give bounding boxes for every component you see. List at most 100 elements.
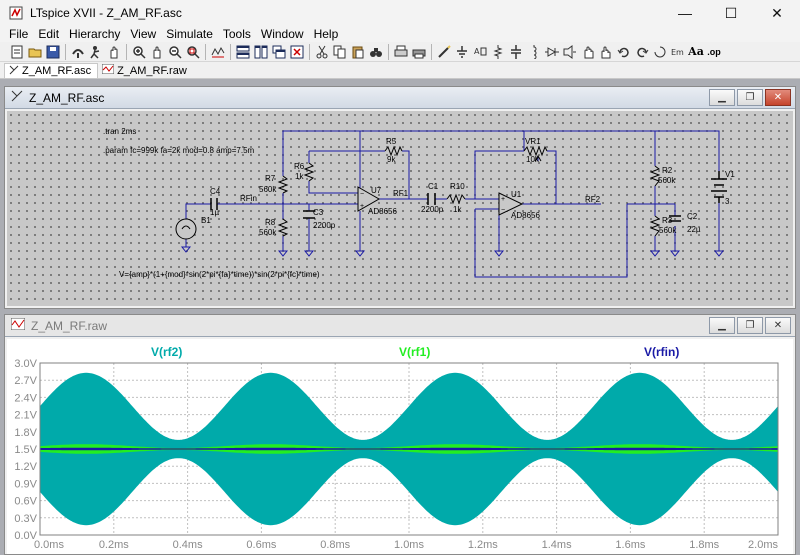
r7-label: R7 [265,174,276,183]
menu-window[interactable]: Window [260,27,304,41]
r5-label: R5 [386,137,397,146]
control-panel-icon[interactable] [69,43,87,61]
tile-vertical-icon[interactable] [252,43,270,61]
print-icon[interactable] [410,43,428,61]
zoom-out-icon[interactable] [166,43,184,61]
halt-icon[interactable] [105,43,123,61]
legend-vrf2[interactable]: V(rf2) [151,345,182,359]
schematic-icon [9,65,19,78]
menu-simulate[interactable]: Simulate [166,27,213,41]
schematic-restore-button[interactable]: ❐ [737,89,763,106]
tab-waveform[interactable]: Z_AM_RF.raw [98,63,193,78]
label-net-icon[interactable]: A [471,43,489,61]
source-expression[interactable]: V={amp}*(1+{mod}*sin(2*pi*{fa}*time))*si… [119,270,320,279]
v1-value: 3 [725,197,730,206]
menu-tools[interactable]: Tools [222,27,251,41]
r6-label: R6 [294,162,305,171]
r6-value: 1k [295,172,304,181]
menu-view[interactable]: View [130,27,157,41]
wires [185,130,720,278]
c4-capacitor[interactable] [210,198,218,210]
capacitor-icon[interactable] [507,43,525,61]
waveform-close-button[interactable]: ✕ [765,317,791,334]
legend-vrfin[interactable]: V(rfin) [644,345,679,359]
x-tick-label: 2.0ms [748,539,778,551]
schematic-window-titlebar[interactable]: Z_AM_RF.asc [5,87,795,109]
ground-icon[interactable] [453,43,471,61]
component-icon[interactable] [561,43,579,61]
close-window-icon[interactable] [288,43,306,61]
new-schematic-icon[interactable] [8,43,26,61]
paste-icon[interactable] [349,43,367,61]
print-preview-icon[interactable] [392,43,410,61]
trace-vrfin[interactable] [39,447,779,451]
drag-icon[interactable] [597,43,615,61]
legend-vrf1[interactable]: V(rf1) [399,345,430,359]
text-icon[interactable]: Aa [687,43,705,61]
plot-legend[interactable]: V(rf2) V(rf1) V(rfin) [151,345,679,359]
copy-icon[interactable] [331,43,349,61]
schematic-minimize-button[interactable]: ▁ [709,89,735,106]
run-icon[interactable] [87,43,105,61]
open-icon[interactable] [26,43,44,61]
capacitors[interactable] [303,193,681,222]
schematic-close-button[interactable]: ✕ [765,89,791,106]
menu-help[interactable]: Help [313,27,339,41]
autorange-icon[interactable] [209,43,227,61]
b1-source[interactable] [175,218,197,240]
tran-directive[interactable]: .tran 2ms [103,127,136,136]
u7-label: U7 [371,186,382,195]
toolbar-separator [388,43,389,60]
opamps[interactable] [357,186,524,216]
undo-icon[interactable] [615,43,633,61]
r8-value: 560k [259,228,277,237]
inductor-icon[interactable] [525,43,543,61]
schematic-window: Z_AM_RF.asc ▁ ❐ ✕ [4,86,796,309]
minimize-button[interactable]: — [678,5,692,21]
r3-label: R3 [662,216,673,225]
v1-battery[interactable] [711,171,727,203]
find-icon[interactable] [367,43,385,61]
r2-value: 560k [658,176,676,185]
svg-text:A: A [474,47,480,56]
menu-edit[interactable]: Edit [38,27,60,41]
cut-icon[interactable] [313,43,331,61]
wire-icon[interactable] [435,43,453,61]
menu-file[interactable]: File [9,27,29,41]
tab-schematic[interactable]: Z_AM_RF.asc [4,63,99,78]
mirror-icon[interactable]: Em [669,43,687,61]
y-tick-label: 3.0V [14,358,37,370]
waveform-minimize-button[interactable]: ▁ [709,317,735,334]
save-icon[interactable] [44,43,62,61]
move-icon[interactable] [579,43,597,61]
svg-text:+: + [501,196,505,203]
close-button[interactable]: ✕ [771,4,783,21]
menu-hierarchy[interactable]: Hierarchy [69,27,121,41]
c1-label: C1 [428,182,439,191]
waveform-restore-button[interactable]: ❐ [737,317,763,334]
diode-icon[interactable] [543,43,561,61]
tile-horizontal-icon[interactable] [234,43,252,61]
toolbar-separator [65,43,66,60]
resistors[interactable] [277,145,661,237]
y-tick-label: 0.3V [14,513,37,525]
u1-label: U1 [511,190,522,199]
maximize-button[interactable]: ☐ [724,4,738,21]
zoom-in-icon[interactable] [130,43,148,61]
schematic-canvas[interactable]: − + + − .tran 2ms .param fc=999k fa=2k m… [7,111,793,306]
net-rf2-label: RF2 [585,195,601,204]
r2-label: R2 [662,166,673,175]
svg-text:Em: Em [671,48,684,57]
tab-schematic-label: Z_AM_RF.asc [22,65,92,77]
rotate-icon[interactable] [651,43,669,61]
r10-label: R10 [450,182,465,191]
cascade-icon[interactable] [270,43,288,61]
pan-icon[interactable] [148,43,166,61]
param-directive[interactable]: .param fc=999k fa=2k mod=0.8 amp=7.5m [103,146,255,155]
zoom-fit-icon[interactable] [184,43,202,61]
resistor-icon[interactable] [489,43,507,61]
waveform-window-titlebar[interactable]: Z_AM_RF.raw [5,315,795,337]
spice-directive-icon[interactable]: .op [705,43,723,61]
redo-icon[interactable] [633,43,651,61]
